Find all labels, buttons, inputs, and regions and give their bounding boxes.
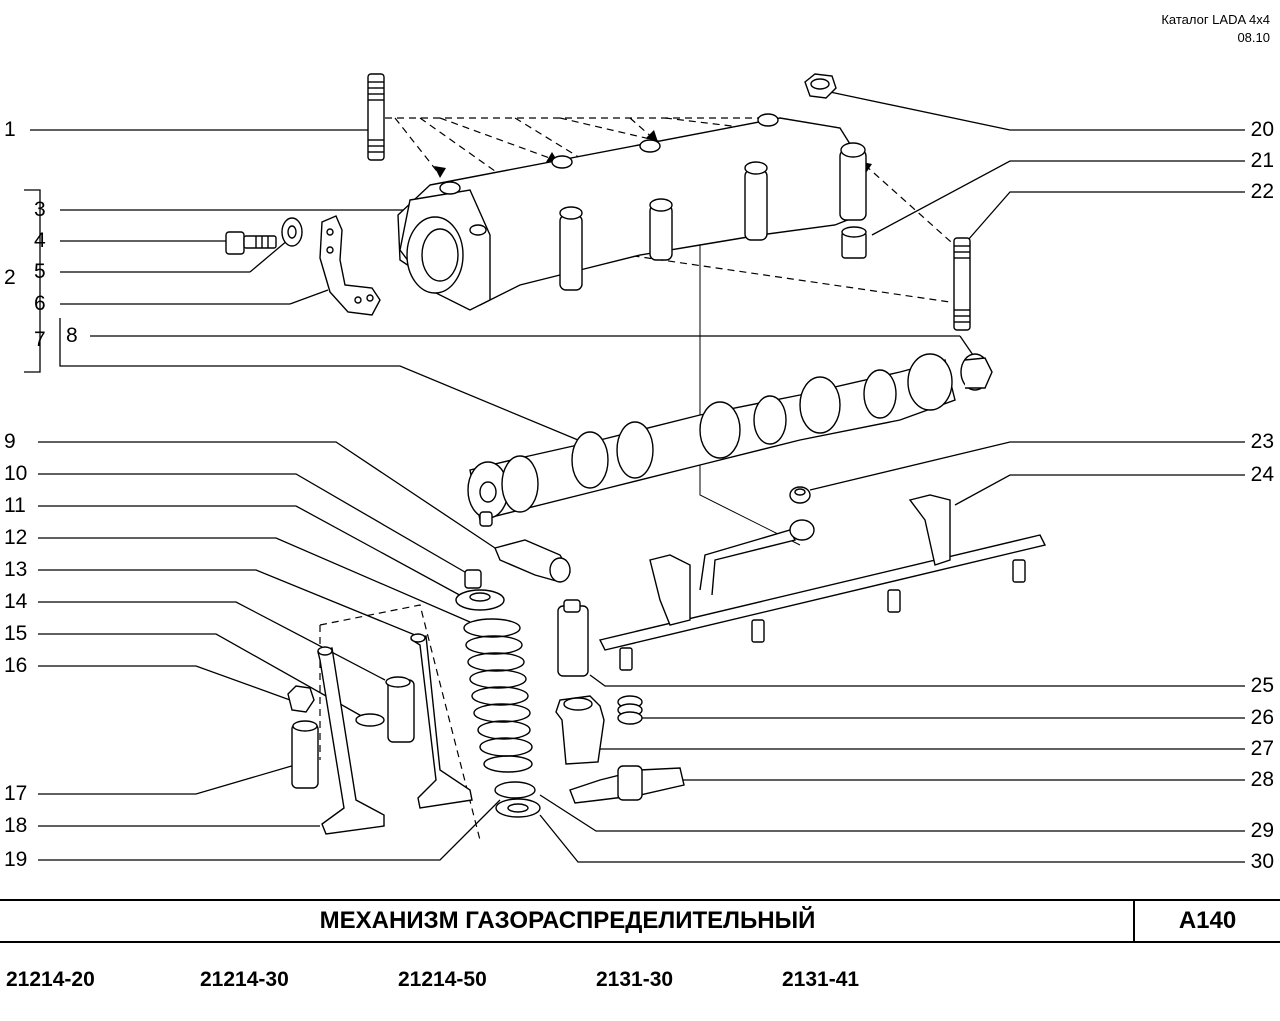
leader-lines-right [539,91,1245,863]
model-item: 21214-50 [398,968,487,991]
callout-23: 23 [1250,430,1274,453]
tappet-25 [557,599,589,677]
spring-seat-29 [494,781,536,799]
nut-23 [789,486,811,504]
catalog-name: Каталог LADA 4x4 [1161,12,1270,27]
bushing-21 [841,226,867,259]
camshaft-housing [397,113,867,311]
callout-3: 3 [34,198,46,221]
callout-30: 30 [1250,850,1274,873]
callout-10: 10 [4,462,28,485]
catalog-date: 08.10 [1237,30,1270,45]
callout-25: 25 [1250,674,1274,697]
valve-guide-14 [385,676,415,743]
callout-29: 29 [1250,819,1274,842]
ring-15 [355,713,385,727]
stud-22 [953,237,971,331]
callout-21: 21 [1250,149,1274,172]
callout-5: 5 [34,260,46,283]
callout-20: 20 [1250,118,1274,141]
callout-26: 26 [1250,706,1274,729]
callout-4: 4 [34,229,46,252]
callout-24: 24 [1250,463,1274,486]
stud-1 [367,73,385,161]
callout-17: 17 [4,782,28,805]
page-title: МЕХАНИЗМ ГАЗОРАСПРЕДЕЛИТЕЛЬНЫЙ [319,907,816,934]
oil-tube-24 [598,494,1047,671]
camshaft [467,353,956,527]
callout-28: 28 [1250,768,1274,791]
valve-18 [317,646,385,835]
callout-8: 8 [66,324,78,347]
spring-plate-11 [455,589,505,611]
valve-springs-12 [463,618,533,773]
callout-18: 18 [4,814,28,837]
callout-9: 9 [4,430,16,453]
model-item: 2131-41 [782,968,860,991]
washer-5 [281,217,303,247]
callout-27: 27 [1250,737,1274,760]
oil-seal-16 [287,685,315,713]
callout-7: 7 [34,328,46,351]
valve-guide-17 [291,720,319,789]
model-list: 21214-20 21214-30 21214-50 2131-30 2131-… [0,968,1280,998]
title-bar: МЕХАНИЗМ ГАЗОРАСПРЕДЕЛИТЕЛЬНЫЙ А140 [0,899,1280,943]
model-item: 21214-30 [200,968,289,991]
callout-11: 11 [4,494,26,517]
spring-26 [617,695,643,725]
nut-20 [804,73,837,99]
callout-13: 13 [4,558,28,581]
callout-15: 15 [4,622,28,645]
section-code: А140 [1178,907,1237,934]
rocker-arm-9 [494,539,571,583]
adjusting-bushing-27 [555,695,605,765]
exploded-view-drawing [24,73,1245,863]
lock-plate-28 [569,765,685,804]
callout-14: 14 [4,590,28,613]
model-item: 21214-20 [6,968,95,991]
title-divider [1133,901,1135,941]
callout-2: 2 [4,266,16,289]
valve-13 [410,633,473,809]
plug-8 [960,353,993,391]
bolt-4 [225,231,277,255]
valve-cap-10 [464,569,482,589]
callout-6: 6 [34,292,46,315]
callout-16: 16 [4,654,28,677]
washer-30 [495,798,541,818]
callout-19: 19 [4,848,28,871]
model-item: 2131-30 [596,968,674,991]
callout-22: 22 [1250,180,1274,203]
plate-6 [319,215,381,316]
callout-12: 12 [4,526,28,549]
leader-lines-left [24,129,976,861]
callout-1: 1 [4,118,16,141]
